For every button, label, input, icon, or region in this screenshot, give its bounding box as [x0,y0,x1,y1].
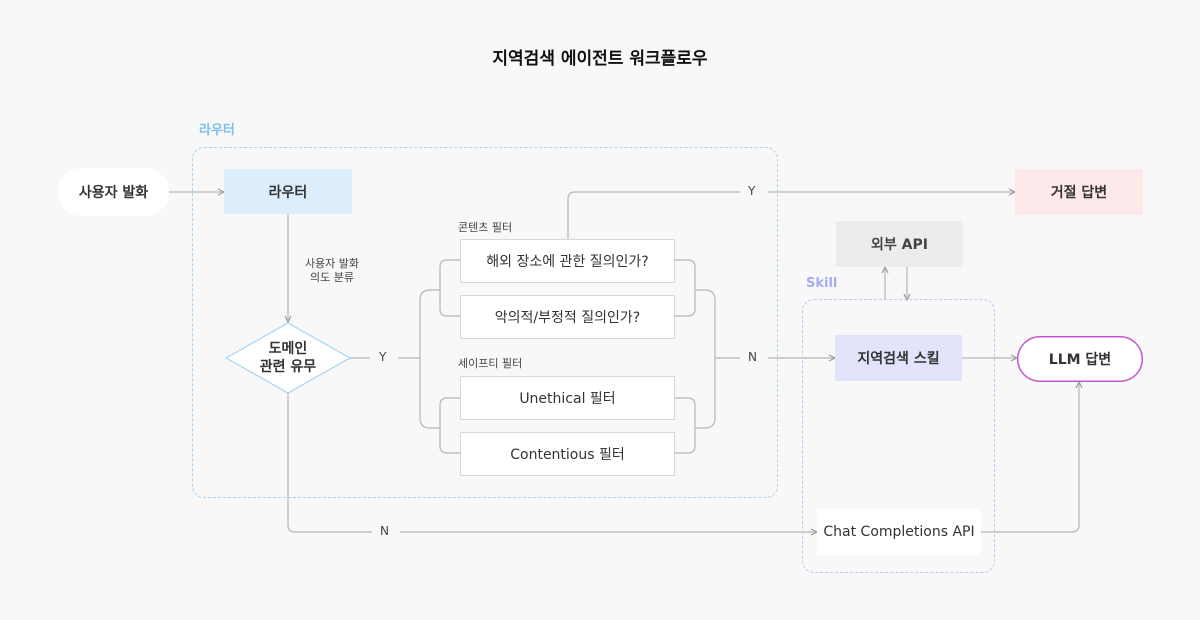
edge-chat-llm [981,382,1079,533]
edge-label-n-bottom: N [376,524,393,538]
local-search-skill-node[interactable]: 지역검색 스킬 [835,335,962,381]
intent-note: 사용자 발화 의도 분류 [292,257,372,285]
domain-check-line1: 도메인 [268,341,308,357]
filter-bracket-right [675,259,696,317]
llm-answer-node[interactable]: LLM 답변 [1017,336,1143,382]
filter-overseas-place[interactable]: 해외 장소에 관한 질의인가? [460,239,675,283]
filter-bracket-left [439,259,460,317]
edge-label-y-mid: Y [375,350,391,364]
domain-check-label: 도메인 관련 유무 [225,340,351,376]
content-filter-label: 콘텐츠 필터 [458,221,513,234]
edge-filter-yes [567,191,740,239]
filter-contentious[interactable]: Contentious 필터 [460,432,675,476]
chat-completions-node[interactable]: Chat Completions API [817,509,981,555]
filter-malicious-query[interactable]: 악의적/부정적 질의인가? [460,295,675,339]
intent-note-line2: 의도 분류 [310,271,354,284]
edge-label-n-mid: N [744,350,761,364]
safety-filter-label: 세이프티 필터 [458,357,523,370]
user-utterance-node[interactable]: 사용자 발화 [58,168,169,216]
domain-check-diamond[interactable] [225,322,351,394]
skill-group-label: Skill [806,276,838,291]
filter-unethical[interactable]: Unethical 필터 [460,376,675,420]
router-node[interactable]: 라우터 [224,169,352,214]
external-api-node[interactable]: 외부 API [836,221,963,267]
edge-diamond-no [287,394,372,533]
page-title: 지역검색 에이전트 워크플로우 [492,49,708,69]
edge-label-y-top: Y [744,184,760,198]
reject-answer-node[interactable]: 거절 답변 [1015,169,1143,215]
skill-group [802,299,995,573]
domain-check-line2: 관련 유무 [259,359,317,375]
intent-note-line1: 사용자 발화 [304,257,360,270]
router-group [192,147,778,498]
router-group-label: 라우터 [199,123,235,138]
